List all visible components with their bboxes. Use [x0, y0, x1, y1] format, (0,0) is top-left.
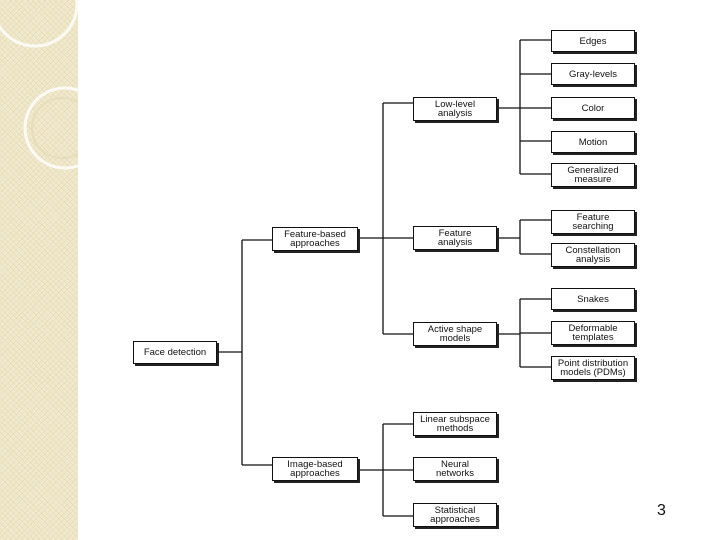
node-image-based-approaches: Image-based approaches — [272, 457, 358, 481]
node-constellation-analysis: Constellation analysis — [551, 243, 635, 267]
node-edges: Edges — [551, 30, 635, 52]
node-neural-networks: Neural networks — [413, 457, 497, 481]
decorative-circles — [0, 0, 78, 170]
node-linear-subspace-methods: Linear subspace methods — [413, 412, 497, 436]
decorative-sidebar — [0, 0, 78, 540]
node-gray-levels: Gray-levels — [551, 63, 635, 85]
node-active-shape-models: Active shape models — [413, 322, 497, 346]
node-feature-based-approaches: Feature-based approaches — [272, 227, 358, 251]
node-feature-analysis: Feature analysis — [413, 226, 497, 250]
node-face-detection: Face detection — [133, 341, 217, 364]
node-feature-searching: Feature searching — [551, 210, 635, 234]
node-low-level-analysis: Low-level analysis — [413, 97, 497, 121]
page-number: 3 — [657, 502, 666, 519]
node-statistical-approaches: Statistical approaches — [413, 503, 497, 527]
node-snakes: Snakes — [551, 288, 635, 310]
node-generalized-measure: Generalized measure — [551, 163, 635, 187]
node-color: Color — [551, 97, 635, 119]
node-motion: Motion — [551, 131, 635, 153]
node-point-distribution-models: Point distribution models (PDMs) — [551, 356, 635, 380]
node-deformable-templates: Deformable templates — [551, 321, 635, 345]
